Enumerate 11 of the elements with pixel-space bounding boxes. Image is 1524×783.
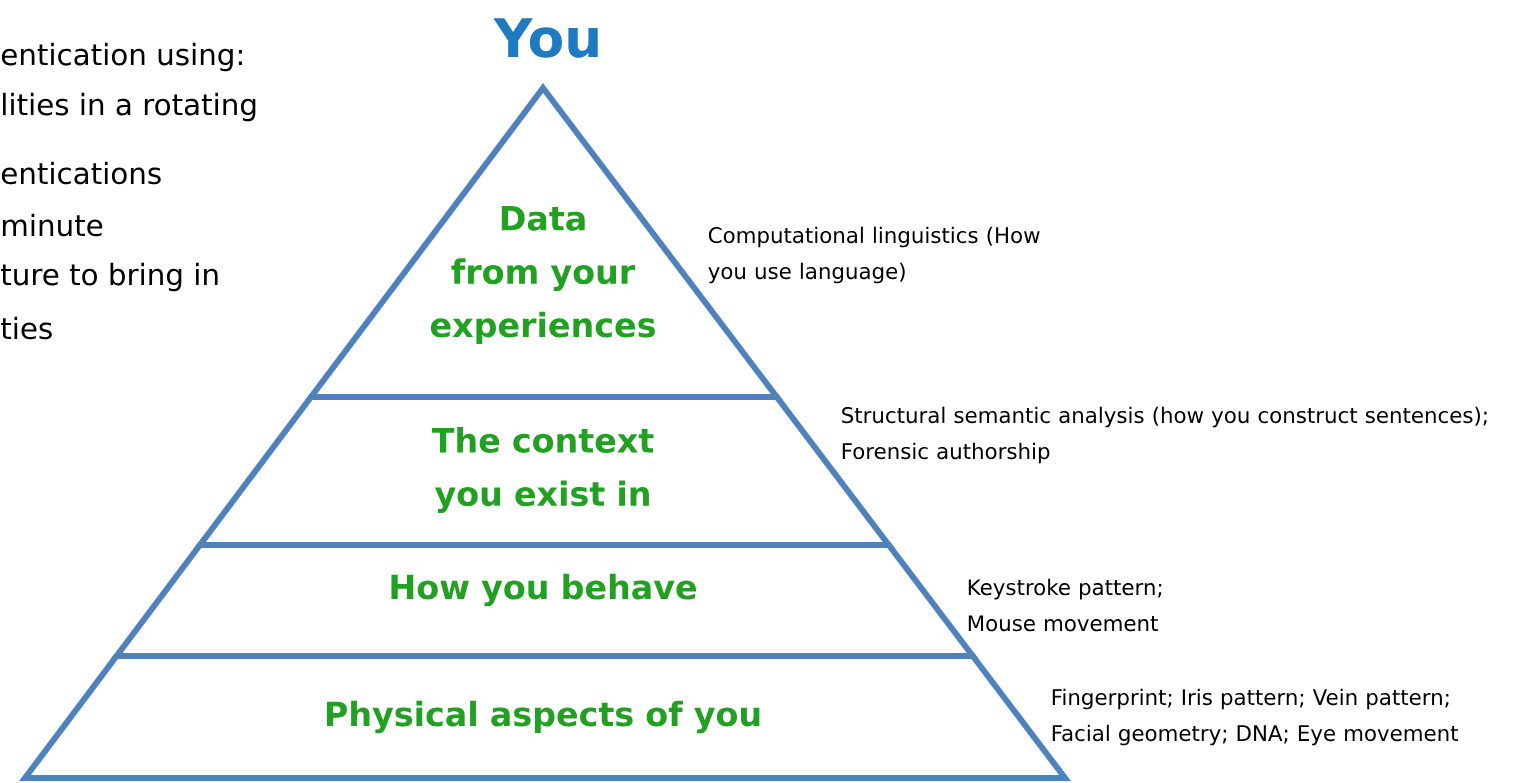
bullet-text: entication using: — [1, 42, 242, 72]
annotation: Computational linguistics (How you use language) — [708, 226, 1040, 284]
annotation: Keystroke pattern; Mouse movement — [968, 578, 1162, 632]
annotation: Fingerprint; Iris pattern; Vein pattern; Facial geometry; DNA; Eye movement — [1052, 688, 1459, 746]
bullet-text: ties — [1, 316, 52, 340]
title: You — [493, 18, 598, 58]
bullet-text: lities in a rotating — [3, 92, 256, 122]
bullet-text: ture to bring in — [1, 262, 218, 292]
bullet-text: minute — [2, 213, 103, 237]
annotation: Structural semantic analysis (how you construct sentences); Forensic authorship — [842, 406, 1487, 464]
bullet-text: entications — [1, 161, 161, 185]
